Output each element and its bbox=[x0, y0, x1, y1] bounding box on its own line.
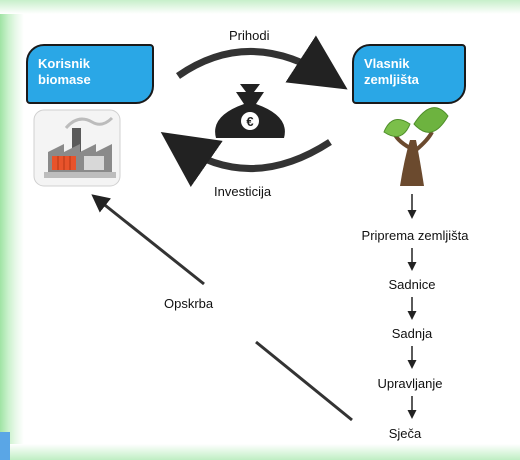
money-bag-icon: € bbox=[215, 84, 285, 138]
step-harvest: Sječa bbox=[388, 426, 422, 441]
slide-bottom-edge bbox=[0, 444, 520, 460]
supply-arrow-upper bbox=[91, 194, 205, 286]
land-owner-box: Vlasnik zemljišta bbox=[352, 44, 466, 104]
step-management: Upravljanje bbox=[377, 376, 443, 391]
land-owner-line2: zemljišta bbox=[364, 72, 419, 87]
investment-label: Investicija bbox=[214, 184, 272, 199]
slide-corner-accent bbox=[0, 432, 10, 460]
investment-arrow bbox=[160, 132, 332, 187]
euro-symbol: € bbox=[246, 114, 253, 129]
land-owner-line1: Vlasnik bbox=[364, 56, 410, 71]
revenue-label: Prihodi bbox=[229, 28, 270, 43]
plant-icon bbox=[383, 107, 449, 186]
biomass-user-line2: biomase bbox=[38, 72, 91, 87]
step-seedlings: Sadnice bbox=[388, 277, 436, 292]
biomass-user-box: Korisnik biomase bbox=[26, 44, 154, 104]
factory-icon bbox=[33, 109, 121, 187]
supply-label: Opskrba bbox=[164, 296, 214, 311]
slide-top-edge bbox=[0, 0, 520, 14]
biomass-user-line1: Korisnik bbox=[38, 56, 91, 71]
revenue-arrow bbox=[176, 35, 348, 90]
step-planting: Sadnja bbox=[391, 326, 433, 341]
step-land-preparation: Priprema zemljišta bbox=[361, 228, 469, 243]
supply-arrow-lower bbox=[255, 340, 353, 422]
